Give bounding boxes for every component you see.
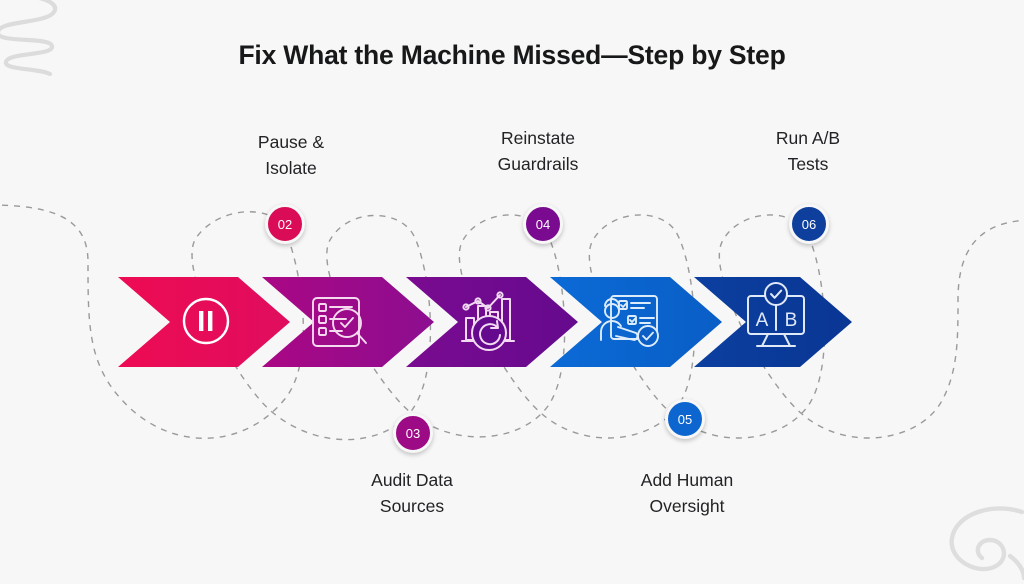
chevron-step-05[interactable]: A B (694, 277, 852, 367)
step-label-06: Run A/B Tests (775, 128, 841, 174)
pause-circle-icon (182, 297, 230, 345)
human-review-checklist-icon (600, 295, 659, 347)
step-label-05: Add Human Oversight (640, 470, 734, 516)
step-badge-03[interactable]: 03 (393, 413, 433, 453)
chevron-step-01[interactable] (118, 277, 290, 367)
bar-chart-refresh-icon (461, 291, 515, 351)
svg-text:A: A (756, 310, 769, 331)
step-label-02: Pause & Isolate (257, 132, 325, 178)
chevron-step-03[interactable] (406, 277, 578, 367)
step-label-04: Reinstate Guardrails (497, 128, 579, 174)
page-title: Fix What the Machine Missed—Step by Step (238, 40, 786, 70)
chevron-step-04[interactable] (550, 277, 722, 367)
checklist-magnifier-icon (312, 297, 367, 347)
chevron-step-02[interactable] (262, 277, 434, 367)
step-label-03: Audit Data Sources (371, 470, 453, 516)
svg-text:B: B (785, 310, 798, 331)
step-badge-06[interactable]: 06 (789, 204, 829, 244)
step-badge-04[interactable]: 04 (523, 204, 563, 244)
step-badge-05[interactable]: 05 (665, 399, 705, 439)
ab-test-monitor-icon: A B (747, 282, 805, 347)
step-badge-02[interactable]: 02 (265, 204, 305, 244)
